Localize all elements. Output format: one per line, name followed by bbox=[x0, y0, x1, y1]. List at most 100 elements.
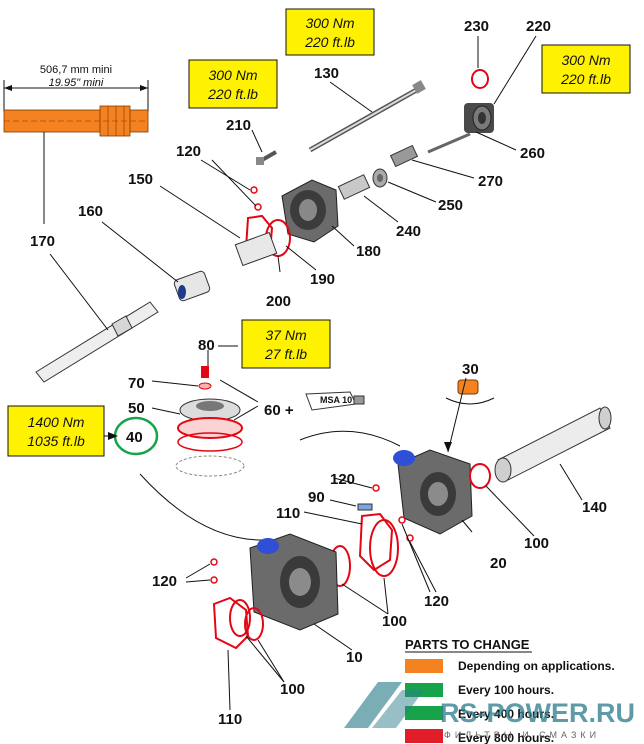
watermark-tagline: ФИЛЬТРЫ И СМАЗКИ bbox=[444, 730, 600, 740]
ring-40 bbox=[177, 417, 243, 452]
svg-text:300 Nm: 300 Nm bbox=[208, 67, 257, 83]
label-120-right: 120 bbox=[330, 471, 355, 488]
svg-text:37 Nm: 37 Nm bbox=[265, 327, 307, 343]
label-140: 140 bbox=[582, 499, 607, 516]
label-50: 50 bbox=[128, 400, 145, 417]
dimension-annotation: 506,7 mm mini 19.95" mini bbox=[3, 64, 149, 112]
o-ring-120-right-b bbox=[398, 516, 406, 524]
plug-220 bbox=[464, 103, 494, 133]
part-number-labels: 170 160 150 120 210 130 230 220 260 270 … bbox=[30, 18, 607, 728]
o-ring-100-lower-b bbox=[244, 607, 264, 641]
label-220: 220 bbox=[526, 18, 551, 35]
legend-swatch-green-100 bbox=[405, 683, 443, 697]
torque-box-80: 37 Nm 27 ft.lb bbox=[241, 319, 331, 369]
arrow-30 bbox=[444, 442, 452, 452]
o-ring-120-right-c bbox=[406, 534, 414, 542]
label-180: 180 bbox=[356, 243, 381, 260]
label-80: 80 bbox=[198, 337, 215, 354]
label-60: 60 + bbox=[264, 402, 294, 419]
legend-item-2: Every 400 hours. bbox=[458, 707, 554, 721]
sleeve-240 bbox=[337, 174, 371, 200]
legend-title: PARTS TO CHANGE bbox=[405, 637, 530, 652]
label-120-upper: 120 bbox=[176, 143, 201, 160]
seal-110-middle bbox=[358, 512, 394, 572]
legend: PARTS TO CHANGE Depending on application… bbox=[405, 637, 615, 744]
adapter-270 bbox=[389, 144, 419, 168]
torque-box-210: 300 Nm 220 ft.lb bbox=[188, 59, 278, 109]
legend-item-3: Every 800 hours. bbox=[458, 731, 554, 744]
label-170: 170 bbox=[30, 233, 55, 250]
torque-box-40: 1400 Nm 1035 ft.lb bbox=[7, 405, 105, 457]
legend-swatch-red bbox=[405, 729, 443, 743]
o-ring-230 bbox=[471, 69, 489, 89]
torque-box-130: 300 Nm 220 ft.lb bbox=[285, 8, 375, 56]
bolt-210 bbox=[256, 150, 277, 165]
dimension-metric: 506,7 mm mini bbox=[40, 64, 112, 76]
label-270: 270 bbox=[478, 173, 503, 190]
legend-item-0: Depending on applications. bbox=[458, 659, 615, 673]
arc-lower-left bbox=[139, 473, 263, 541]
label-120-lower-left: 120 bbox=[152, 573, 177, 590]
washer-70 bbox=[198, 382, 212, 390]
legend-item-1: Every 100 hours. bbox=[458, 683, 554, 697]
o-ring-100-lower-a bbox=[229, 599, 251, 637]
o-ring-120-upper-b bbox=[254, 203, 262, 211]
label-100-lower: 100 bbox=[280, 681, 305, 698]
label-110-middle: 110 bbox=[276, 505, 300, 522]
label-150: 150 bbox=[128, 171, 153, 188]
legend-swatch-orange bbox=[405, 659, 443, 673]
o-ring-100-middle-a bbox=[369, 519, 399, 577]
svg-text:220 ft.lb: 220 ft.lb bbox=[207, 86, 258, 102]
svg-text:220 ft.lb: 220 ft.lb bbox=[560, 71, 611, 87]
watermark-logo-icon bbox=[344, 682, 402, 728]
torque-box-220: 300 Nm 220 ft.lb bbox=[541, 44, 631, 94]
o-ring-120-lower-a bbox=[210, 558, 218, 566]
nut-250 bbox=[372, 168, 388, 188]
watermark-brand: RS-POWER.RU bbox=[440, 698, 635, 728]
screw-80 bbox=[201, 366, 209, 378]
label-260: 260 bbox=[520, 145, 545, 162]
watermark: RS-POWER.RU ФИЛЬТРЫ И СМАЗКИ bbox=[344, 682, 635, 740]
orange-shaft-170 bbox=[3, 105, 149, 137]
ghost-ring-40 bbox=[175, 455, 245, 477]
label-120-lower-right: 120 bbox=[424, 593, 449, 610]
svg-text:1400 Nm: 1400 Nm bbox=[28, 414, 85, 430]
svg-text:300 Nm: 300 Nm bbox=[561, 52, 610, 68]
pin-90 bbox=[357, 503, 373, 511]
coupler-160 bbox=[173, 270, 211, 302]
bolt-130 bbox=[308, 80, 426, 153]
label-90: 90 bbox=[308, 489, 325, 506]
label-110-lower: 110 bbox=[218, 711, 242, 728]
label-30: 30 bbox=[462, 361, 479, 378]
msa-tube: MSA 10 bbox=[305, 391, 365, 411]
label-10: 10 bbox=[346, 649, 363, 666]
label-40: 40 bbox=[126, 429, 143, 446]
dimension-imperial: 19.95" mini bbox=[49, 77, 104, 89]
label-70: 70 bbox=[128, 375, 145, 392]
coupling-140 bbox=[494, 406, 612, 483]
block-20 bbox=[393, 449, 473, 535]
o-ring-120-right-a bbox=[372, 484, 380, 492]
svg-text:220 ft.lb: 220 ft.lb bbox=[304, 34, 355, 50]
legend-swatch-green-400 bbox=[405, 706, 443, 720]
o-ring-120-upper-a bbox=[250, 186, 258, 194]
label-130: 130 bbox=[314, 65, 339, 82]
svg-text:300 Nm: 300 Nm bbox=[305, 15, 354, 31]
spring-30 bbox=[457, 379, 479, 395]
label-240: 240 bbox=[396, 223, 421, 240]
housing-180 bbox=[281, 179, 339, 243]
arc-30 bbox=[445, 397, 495, 405]
label-190: 190 bbox=[310, 271, 335, 288]
label-100-right: 100 bbox=[524, 535, 549, 552]
label-250: 250 bbox=[438, 197, 463, 214]
pin-260 bbox=[427, 132, 471, 154]
label-200: 200 bbox=[266, 293, 291, 310]
label-20: 20 bbox=[490, 555, 507, 572]
svg-text:1035 ft.lb: 1035 ft.lb bbox=[27, 433, 85, 449]
svg-text:27 ft.lb: 27 ft.lb bbox=[264, 346, 307, 362]
label-100-middle: 100 bbox=[382, 613, 407, 630]
leader-lines bbox=[43, 35, 583, 711]
arc-upper-right bbox=[299, 430, 401, 447]
label-210: 210 bbox=[226, 117, 251, 134]
